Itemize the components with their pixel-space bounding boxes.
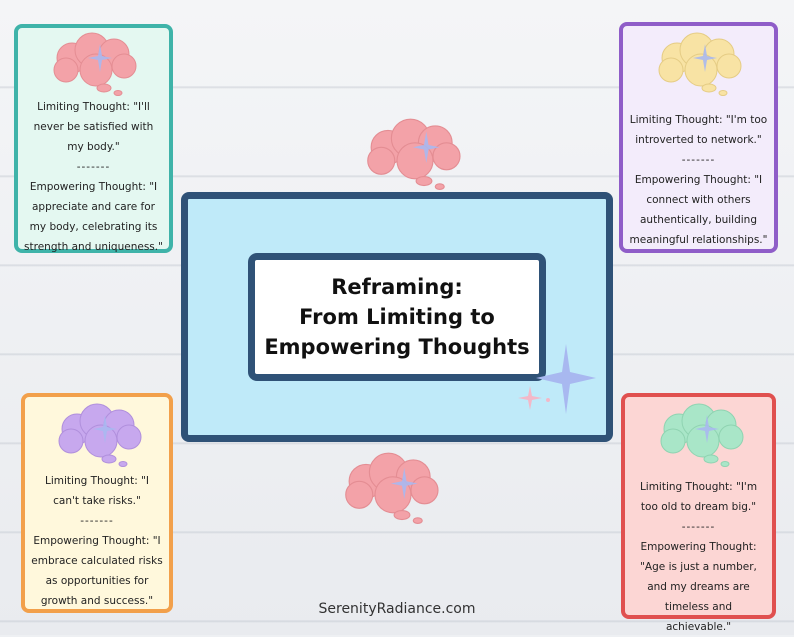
card-body-image: Limiting Thought: "I'll never be satisfi… [14, 24, 173, 253]
thought-cloud-icon [658, 32, 742, 96]
separator-text: ------- [76, 161, 111, 173]
empowering-thought-text: Empowering Thought: "I connect with othe… [629, 174, 768, 246]
limiting-thought-text: Limiting Thought: "I'm too old to dream … [639, 481, 758, 513]
separator-text: ------- [681, 154, 716, 166]
card-networking: Limiting Thought: "I'm too introverted t… [619, 22, 778, 253]
empowering-thought-text: Empowering Thought: "I appreciate and ca… [24, 181, 163, 253]
card-risks: Limiting Thought: "I can't take risks." … [21, 393, 173, 613]
empowering-thought-text: Empowering Thought: "Age is just a numbe… [640, 541, 757, 633]
empowering-thought-text: Empowering Thought: "I embrace calculate… [31, 535, 163, 607]
sparkle-icon [518, 344, 596, 414]
thought-cloud-icon [58, 403, 142, 467]
footer-brand: SerenityRadiance.com [318, 601, 476, 617]
limiting-thought-text: Limiting Thought: "I can't take risks." [45, 475, 149, 507]
card-age: Limiting Thought: "I'm too old to dream … [621, 393, 776, 633]
title-line-2: From Limiting to [299, 305, 495, 329]
title-box: Reframing: From Limiting to Empowering T… [248, 253, 546, 381]
title-line-3: Empowering Thoughts [264, 335, 530, 359]
thought-cloud-icon [345, 452, 439, 524]
separator-text: ------- [80, 515, 114, 527]
separator-text: ------- [681, 521, 716, 533]
limiting-thought-text: Limiting Thought: "I'll never be satisfi… [33, 101, 154, 153]
limiting-thought-text: Limiting Thought: "I'm too introverted t… [629, 114, 768, 146]
thought-cloud-icon [53, 32, 137, 96]
thought-cloud-icon [367, 118, 461, 190]
title-line-1: Reframing: [331, 275, 463, 299]
thought-cloud-icon [660, 403, 744, 467]
